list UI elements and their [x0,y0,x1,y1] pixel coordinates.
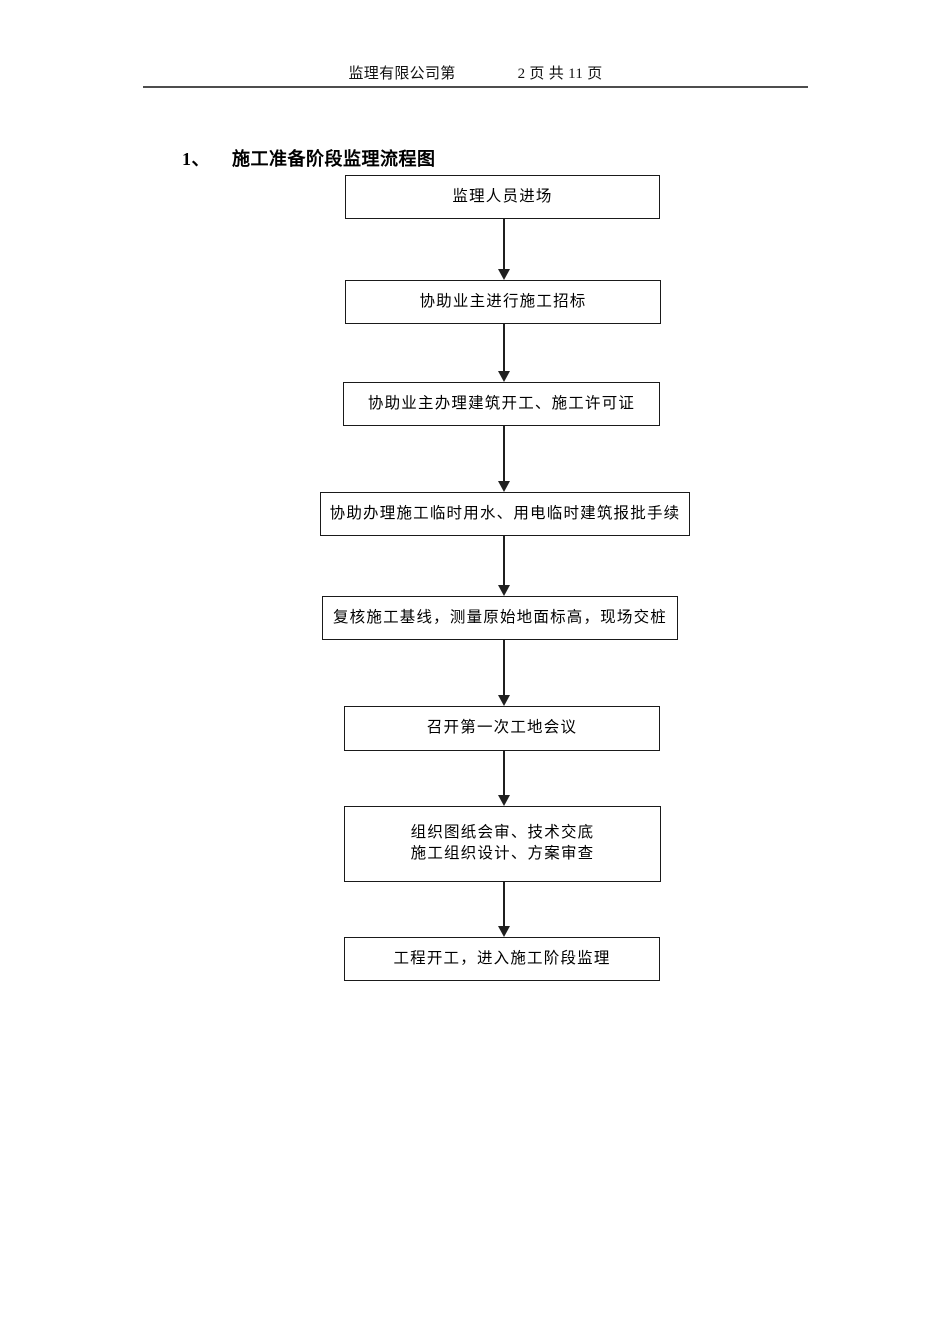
arrow-shaft [503,426,505,481]
header-divider-rule [143,86,808,88]
arrow-head-icon [497,371,510,382]
section-title-text: 施工准备阶段监理流程图 [232,149,436,169]
flowchart-node-n1: 监理人员进场 [345,175,660,219]
header-page-info: 2 页 共 11 页 [517,66,603,82]
arrow-head-icon [497,795,510,806]
section-number: 1、 [182,149,210,169]
flowchart-node-label: 协助办理施工临时用水、用电临时建筑报批手续 [329,504,681,522]
arrow-head-icon [497,926,510,937]
arrow-head-icon [497,695,510,706]
page-header: 监理有限公司第 2 页 共 11 页 [143,62,808,92]
flowchart-node-n4: 协助办理施工临时用水、用电临时建筑报批手续 [320,492,690,536]
arrow-shaft [503,536,505,585]
flowchart-node-label: 协助业主办理建筑开工、施工许可证 [367,394,636,412]
arrow-head-icon [497,585,510,596]
arrow-shaft [503,751,505,795]
flowchart-node-n6: 召开第一次工地会议 [344,706,660,751]
flowchart-node-label: 召开第一次工地会议 [426,719,578,737]
flowchart-node-n7: 组织图纸会审、技术交底 施工组织设计、方案审查 [344,806,661,882]
flowchart-node-label: 协助业主进行施工招标 [419,292,587,310]
flowchart-node-label: 复核施工基线，测量原始地面标高，现场交桩 [332,608,667,626]
arrow-shaft [503,324,505,371]
flowchart-node-label: 组织图纸会审、技术交底 施工组织设计、方案审查 [410,824,595,862]
flowchart-node-n8: 工程开工，进入施工阶段监理 [344,937,660,981]
arrow-shaft [503,882,505,926]
flowchart-node-n2: 协助业主进行施工招标 [345,280,661,324]
flowchart-node-n3: 协助业主办理建筑开工、施工许可证 [343,382,660,426]
arrow-head-icon [497,269,510,280]
arrow-shaft [503,640,505,695]
header-company-text: 监理有限公司第 [348,66,456,82]
page-title: 1、 施工准备阶段监理流程图 [172,124,436,171]
arrow-shaft [503,219,505,269]
flowchart-node-label: 工程开工，进入施工阶段监理 [393,949,611,967]
flowchart-node-n5: 复核施工基线，测量原始地面标高，现场交桩 [322,596,678,640]
arrow-head-icon [497,481,510,492]
flowchart-node-label: 监理人员进场 [452,187,553,205]
header-row: 监理有限公司第 2 页 共 11 页 [143,62,808,84]
